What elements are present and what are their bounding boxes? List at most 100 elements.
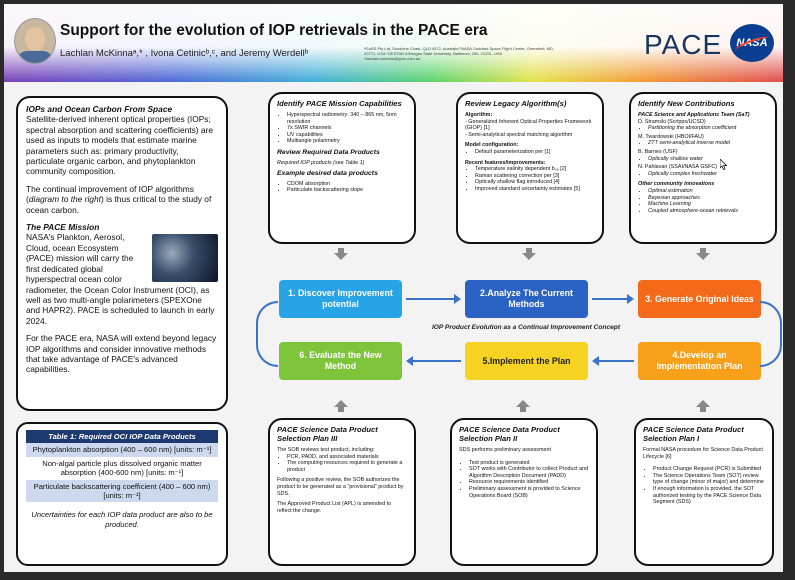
list-item: Temperature salinity dependent bₛᵤ [2] <box>475 166 595 173</box>
loop-arrow-left-icon <box>256 301 278 367</box>
intro-para-3: NASA's Plankton, Aerosol, Cloud, ocean E… <box>26 232 218 326</box>
down-arrow-icon <box>696 248 710 260</box>
desired-products-heading: Example desired data products <box>277 170 378 178</box>
selection-plan-1-panel: PACE Science Data Product Selection Plan… <box>634 418 774 566</box>
plan-1-heading: PACE Science Data Product Selection Plan… <box>643 425 744 443</box>
mouse-cursor-icon <box>720 159 727 170</box>
list-item: SOT works with Contributor to collect Pr… <box>469 466 589 479</box>
required-products-text: Required IOP products (see Table 1) <box>277 159 365 166</box>
list-item: The computing resources required to gene… <box>287 460 407 473</box>
list-item: Preliminary assessment is provided to Sc… <box>469 486 589 499</box>
list-item: Resource requirements identified <box>469 479 589 486</box>
selection-plan-2-panel: PACE Science Data Product Selection Plan… <box>450 418 598 566</box>
mission-heading: The PACE Mission <box>26 222 100 233</box>
capabilities-list: Hyperspectral radiometry: 340 – 865 nm, … <box>277 112 407 145</box>
list-item: If enough information is provided, the S… <box>653 486 765 506</box>
plan-1-list: Product Change Request (PCR) is Submitte… <box>643 466 765 506</box>
required-products-heading: Review Required Data Products <box>277 148 380 156</box>
other-label: Other community innovations <box>638 181 715 188</box>
list-item: ZTT semi-analytical inverse model <box>648 140 768 147</box>
config-list: Default parameterization per [1] <box>465 149 595 156</box>
list-item: The Science Operations Team (SOT) review… <box>653 473 765 486</box>
plan-2-list: Test product is generated SOT works with… <box>459 460 589 500</box>
step-3-generate: 3. Generate Original Ideas <box>638 280 761 318</box>
desired-products-list: CDOM absorption Particulate backscatteri… <box>277 181 407 194</box>
cycle-caption: IOP Product Evolution as a Continual Imp… <box>431 324 621 331</box>
team-topic-list: Optically complex freshwater <box>638 171 768 178</box>
config-label: Model configuration: <box>465 142 519 149</box>
down-arrow-icon <box>522 248 536 260</box>
list-item: UV capabilities <box>287 132 407 139</box>
poster-authors: Lachlan McKinnaᵃ,* , Ivona Cetinicᵇ,ᶜ, a… <box>60 48 309 59</box>
list-item: Raman scattering correction per [3] <box>475 173 595 180</box>
recent-list: Temperature salinity dependent bₛᵤ [2] R… <box>465 166 595 192</box>
plan-3-heading: PACE Science Data Product Selection Plan… <box>277 425 378 443</box>
list-item: CDOM absorption <box>287 181 407 188</box>
arrow-left-icon <box>406 356 461 366</box>
algorithm-label: Algorithm: <box>465 112 493 118</box>
intro-panel: IOPs and Ocean Carbon From Space Satelli… <box>16 96 228 411</box>
list-item: Multiangle polarimetry <box>287 138 407 145</box>
capabilities-panel: Identify PACE Mission Capabilities Hyper… <box>268 92 416 244</box>
list-item: Default parameterization per [1] <box>475 149 595 156</box>
step-2-analyze: 2.Analyze The Current Methods <box>465 280 588 318</box>
intro-para-1: Satellite-derived inherent optical prope… <box>26 114 213 177</box>
plan-3-intro: The SOB reviews test product, including: <box>277 447 375 453</box>
list-item: Coupled atmosphere-ocean retrievals <box>648 208 768 215</box>
plan-3-para-2: Following a positive review, the SOB aut… <box>277 477 404 497</box>
list-item: Bayesian approaches <box>648 195 768 202</box>
list-item: - Semi-analytical spectral matching algo… <box>465 131 573 138</box>
team-member: D. Stramski (Scripps/UCSD) <box>638 118 706 125</box>
contributions-panel: Identify New Contributions PACE Science … <box>629 92 777 244</box>
avatar-shirt <box>17 51 53 63</box>
table-panel: Table 1: Required OCI IOP Data Products … <box>16 422 228 566</box>
nasa-logo: NASA <box>730 24 774 62</box>
team-member: N. Pahlavan (SSAI/NASA GSFC) <box>638 164 718 171</box>
pace-logo: PACE <box>644 29 723 60</box>
plan-2-intro: SDS performs preliminary assessment <box>459 447 551 453</box>
list-item: Optimal estimation <box>648 188 768 195</box>
team-topic-list: Partitioning the absorption coefficient <box>638 125 768 132</box>
step-4-develop: 4.Develop an Implementation Plan <box>638 342 761 380</box>
capabilities-heading: Identify PACE Mission Capabilities <box>277 99 402 108</box>
para3-text: NASA's Plankton, Aerosol, Cloud, ocean E… <box>26 232 215 326</box>
plan-3-list: PCR, PADD, and associated materials The … <box>277 454 407 474</box>
legacy-heading: Review Legacy Algorithm(s) <box>465 99 567 108</box>
header-fade <box>4 4 783 82</box>
list-item: Machine Learning <box>648 201 768 208</box>
list-item: Optically shallow water <box>648 156 768 163</box>
step-5-implement: 5.Implement the Plan <box>465 342 588 380</box>
intro-para-4: For the PACE era, NASA will extend beyon… <box>26 333 217 375</box>
team-topic-list: Optically shallow water <box>638 156 768 163</box>
arrow-left-icon <box>592 356 634 366</box>
list-item: Hyperspectral radiometry: 340 – 865 nm, … <box>287 112 407 125</box>
list-item: PCR, PADD, and associated materials <box>287 454 407 461</box>
up-arrow-icon <box>334 400 348 412</box>
list-item: Improved standard uncertainty estimates … <box>475 186 595 193</box>
table-row: Non-algal particle plus dissolved organi… <box>42 458 202 478</box>
plan-1-intro: Formal NASA procedure for Science Data P… <box>643 447 763 460</box>
table-row: Phytoplankton absorption (400 – 600 nm) … <box>26 443 218 457</box>
list-item: Particulate backscattering slope <box>287 187 407 194</box>
legacy-panel: Review Legacy Algorithm(s) Algorithm: - … <box>456 92 604 244</box>
selection-plan-3-panel: PACE Science Data Product Selection Plan… <box>268 418 416 566</box>
para2-a: The continual improvement of IOP algorit… <box>26 183 194 205</box>
avatar-face <box>25 27 45 51</box>
step-1-discover: 1. Discover Improvement potential <box>279 280 402 318</box>
intro-para-2: The continual improvement of IOP algorit… <box>26 184 218 215</box>
arrow-right-icon <box>406 294 461 304</box>
step-6-evaluate: 6. Evaluate the New Method <box>279 342 402 380</box>
poster-title: Support for the evolution of IOP retriev… <box>60 22 488 39</box>
team-member: M. Twardowski (HBOI/FAU) <box>638 133 704 140</box>
contributions-heading: Identify New Contributions <box>638 99 735 108</box>
up-arrow-icon <box>516 400 530 412</box>
affiliations: ᵃGoRS Pty Ltd, Sunshine Coast, QLD 4572,… <box>364 46 554 61</box>
loop-arrow-right-icon <box>760 301 782 367</box>
satellite-image <box>152 234 218 283</box>
down-arrow-icon <box>334 248 348 260</box>
arrow-right-icon <box>592 294 634 304</box>
para2-b: diagram to the right <box>28 194 101 205</box>
list-item: Product Change Request (PCR) is Submitte… <box>653 466 765 473</box>
list-item: Test product is generated <box>469 460 589 467</box>
author-avatar <box>14 18 56 64</box>
